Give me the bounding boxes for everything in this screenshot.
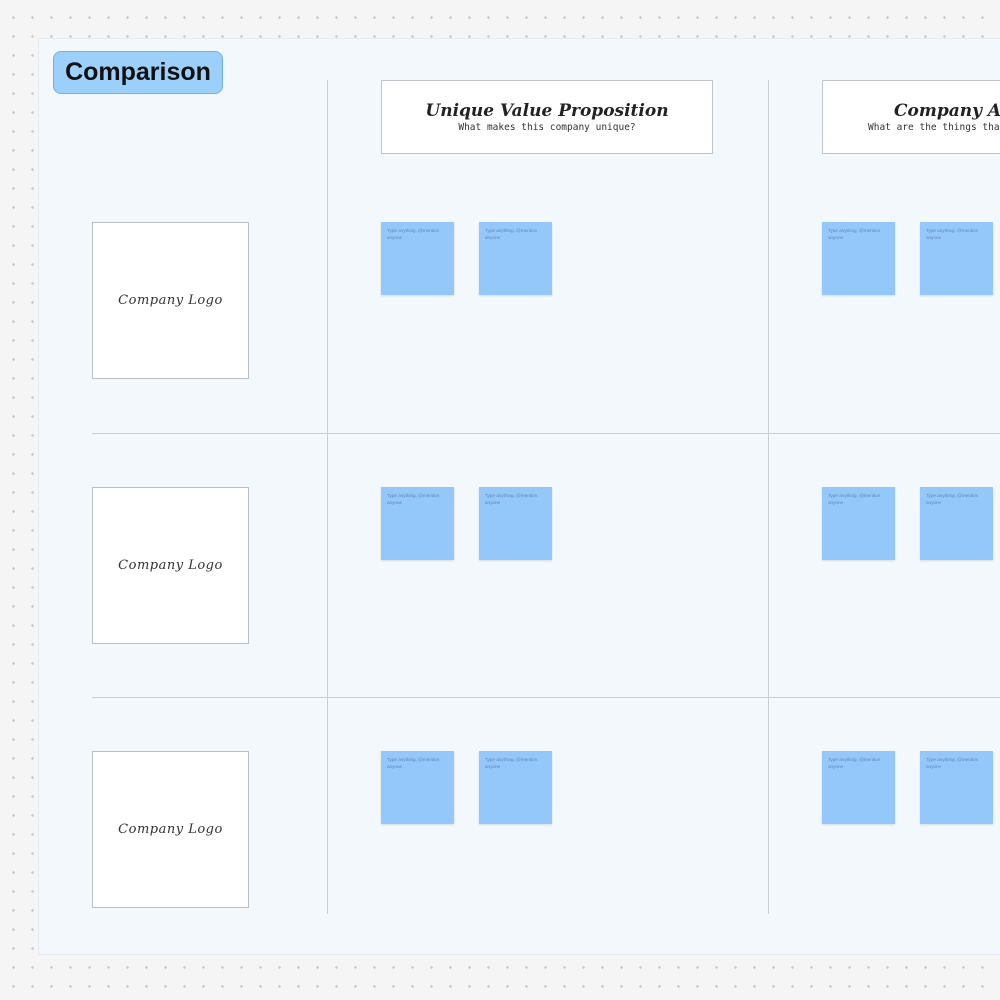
row-divider: [92, 697, 1000, 698]
column-divider: [327, 80, 328, 914]
sticky-note[interactable]: Type anything, @mention anyone: [822, 222, 895, 295]
company-logo-placeholder[interactable]: Company Logo: [92, 487, 249, 644]
column-header-title: Company Ad: [894, 101, 1000, 121]
sticky-note[interactable]: Type anything, @mention anyone: [920, 487, 993, 560]
company-logo-label: Company Logo: [118, 293, 223, 308]
column-header-company-ad[interactable]: Company Ad What are the things tha: [822, 80, 1000, 154]
sticky-note[interactable]: Type anything, @mention anyone: [920, 751, 993, 824]
sticky-note[interactable]: Type anything, @mention anyone: [479, 487, 552, 560]
sticky-note[interactable]: Type anything, @mention anyone: [920, 222, 993, 295]
sticky-note[interactable]: Type anything, @mention anyone: [822, 751, 895, 824]
sticky-note[interactable]: Type anything, @mention anyone: [381, 751, 454, 824]
column-header-subtitle: What makes this company unique?: [458, 122, 636, 133]
company-logo-placeholder[interactable]: Company Logo: [92, 751, 249, 908]
sticky-note[interactable]: Type anything, @mention anyone: [479, 222, 552, 295]
sticky-note[interactable]: Type anything, @mention anyone: [381, 222, 454, 295]
column-divider: [768, 80, 769, 914]
sticky-note[interactable]: Type anything, @mention anyone: [479, 751, 552, 824]
column-header-title: Unique Value Proposition: [425, 101, 669, 121]
board-title[interactable]: Comparison: [53, 51, 223, 94]
column-header-unique-value[interactable]: Unique Value Proposition What makes this…: [381, 80, 713, 154]
company-logo-label: Company Logo: [118, 558, 223, 573]
company-logo-label: Company Logo: [118, 822, 223, 837]
sticky-note[interactable]: Type anything, @mention anyone: [822, 487, 895, 560]
company-logo-placeholder[interactable]: Company Logo: [92, 222, 249, 379]
sticky-note[interactable]: Type anything, @mention anyone: [381, 487, 454, 560]
row-divider: [92, 433, 1000, 434]
column-header-subtitle: What are the things tha: [868, 122, 1000, 133]
